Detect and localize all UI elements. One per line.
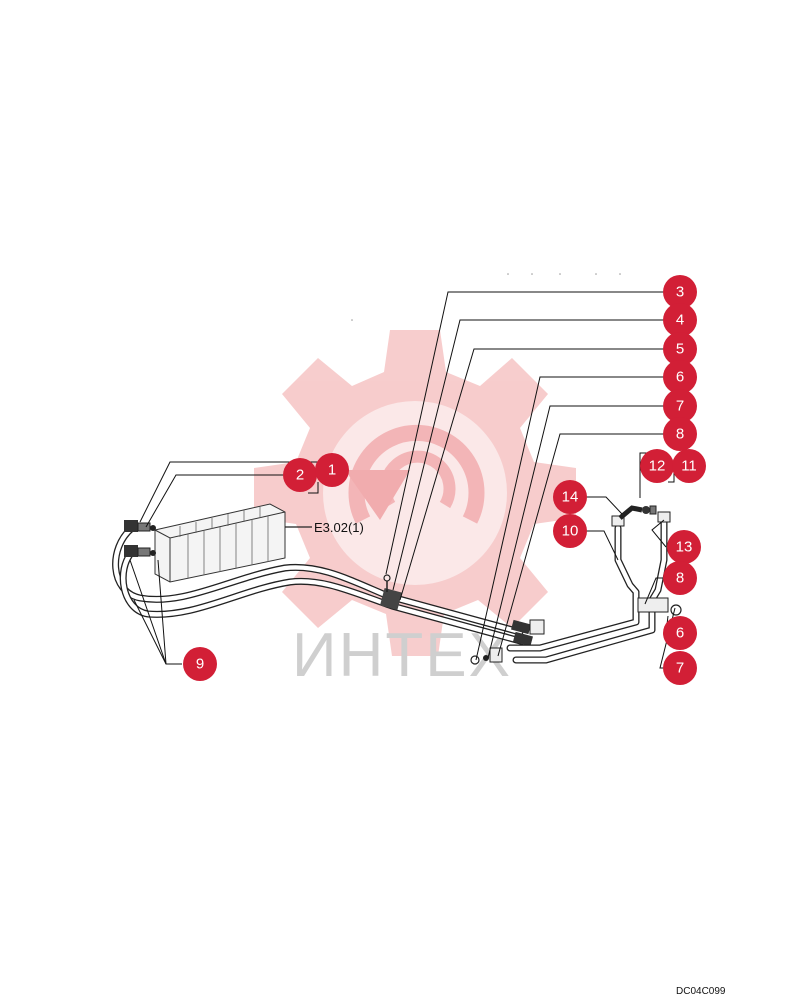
oil-cooler-block: [154, 503, 286, 583]
callout-label: 7: [676, 398, 684, 415]
callout-label: 14: [562, 489, 579, 506]
callout-label: 5: [676, 341, 684, 358]
callout-9: 9: [183, 647, 217, 681]
junction-fittings: [470, 619, 545, 665]
callout-6-bottom: 6: [663, 616, 697, 650]
reference-label: E3.02(1): [314, 520, 364, 535]
callout-label: 2: [296, 467, 304, 484]
callout-6-top: 6: [663, 360, 697, 394]
callout-5: 5: [663, 332, 697, 366]
callout-label: 4: [676, 312, 684, 329]
callout-7-top: 7: [663, 389, 697, 423]
callout-8-bottom: 8: [663, 561, 697, 595]
callout-11: 11: [672, 449, 706, 483]
watermark-gear-icon: [254, 330, 576, 656]
faint-marks: [351, 273, 621, 321]
callout-14: 14: [553, 480, 587, 514]
callout-label: 6: [676, 625, 684, 642]
callout-label: 6: [676, 369, 684, 386]
hose-clamp: [379, 574, 403, 611]
callout-3: 3: [663, 275, 697, 309]
cooler-fittings: [124, 520, 156, 557]
callout-label: 8: [676, 570, 684, 587]
callout-4: 4: [663, 303, 697, 337]
callout-13: 13: [667, 530, 701, 564]
leader-lines: [129, 291, 676, 669]
callout-label: 8: [676, 426, 684, 443]
callout-label: 11: [681, 458, 697, 475]
hose-assembly: [112, 524, 528, 646]
watermark-text: ИНТЕХ: [292, 621, 512, 690]
callout-label: 1: [328, 462, 336, 479]
callout-label: 7: [676, 660, 684, 677]
callout-2: 2: [283, 458, 317, 492]
callout-8-top: 8: [663, 417, 697, 451]
elbow-fitting: [618, 505, 657, 520]
callout-label: 12: [649, 458, 666, 475]
callout-12: 12: [640, 449, 674, 483]
callout-label: 13: [676, 539, 693, 556]
callout-7-bottom: 7: [663, 651, 697, 685]
drawing-code: DC04C099: [676, 986, 726, 997]
callout-label: 3: [676, 284, 684, 301]
callout-label: 9: [196, 656, 204, 673]
callout-label: 10: [562, 523, 579, 540]
callout-1: 1: [315, 453, 349, 487]
callout-10: 10: [553, 514, 587, 548]
